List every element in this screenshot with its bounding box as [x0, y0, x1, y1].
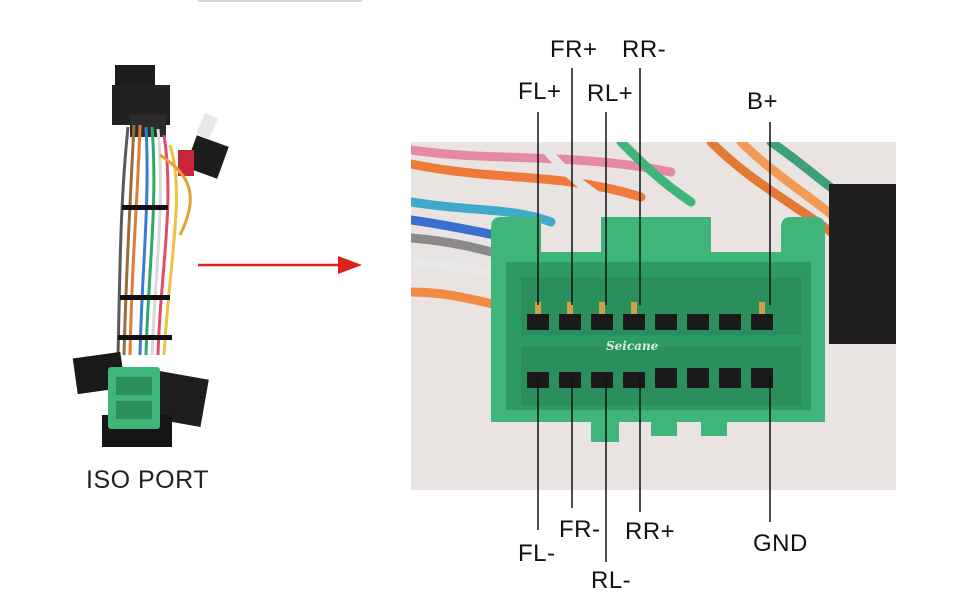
- arrow-right-icon: [198, 256, 362, 274]
- wire-harness-image: [72, 65, 229, 447]
- pin-label-fr-plus: FR+: [550, 36, 598, 63]
- pin-label-fl-plus: FL+: [518, 78, 562, 105]
- pin-label-fl-minus: FL-: [518, 540, 556, 567]
- pin-label-rr-minus: RR-: [622, 36, 667, 63]
- pin-label-b-plus: B+: [747, 88, 779, 115]
- top-divider: [198, 0, 362, 2]
- iso-port-caption: ISO PORT: [86, 466, 210, 494]
- pin-label-rl-minus: RL-: [591, 567, 632, 594]
- pin-label-gnd: GND: [753, 530, 808, 557]
- pin-label-rl-plus: RL+: [587, 80, 634, 107]
- pin-label-rr-plus: RR+: [625, 518, 676, 545]
- connector-photo: Seicane: [411, 142, 896, 490]
- brand-watermark: Seicane: [606, 339, 659, 353]
- pin-label-fr-minus: FR-: [559, 516, 601, 543]
